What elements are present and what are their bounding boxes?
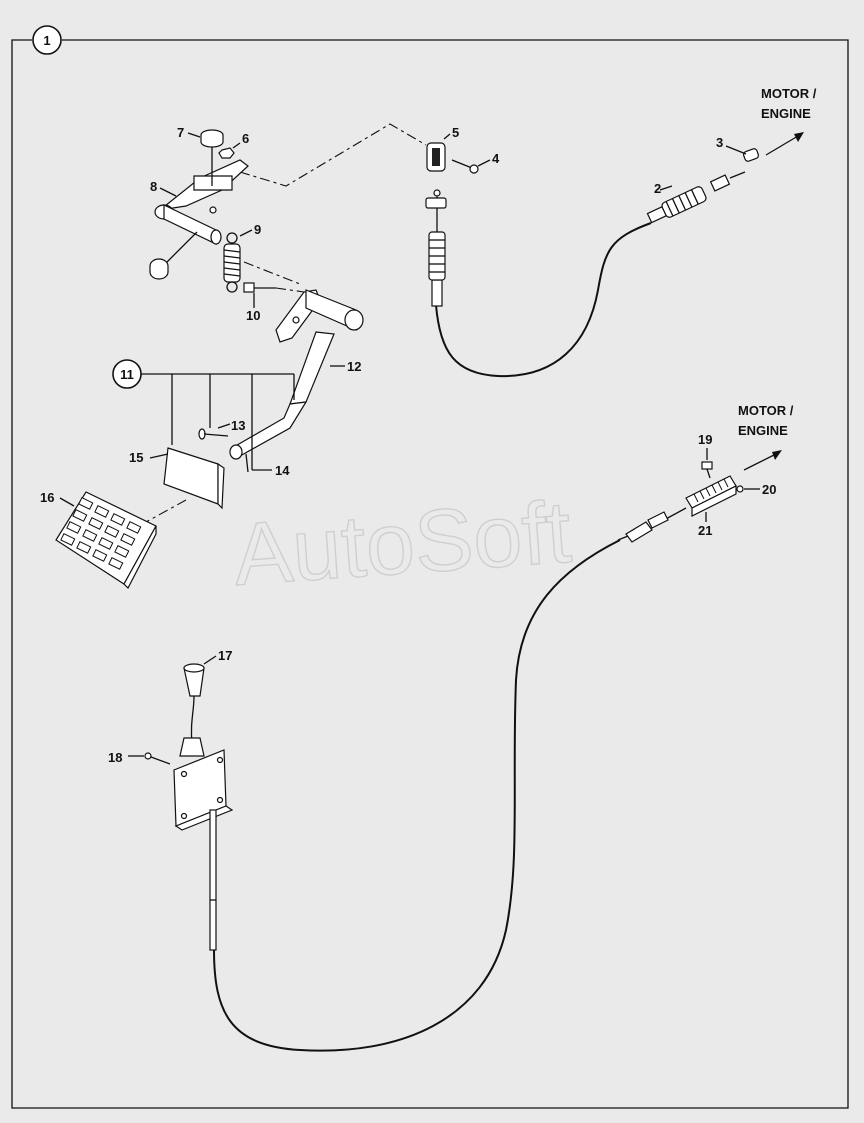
part-4-pin: [451, 159, 479, 174]
part-13-pin: [198, 428, 229, 440]
cable-sleeve-vertical: [425, 189, 447, 307]
callout-8: 8: [150, 179, 157, 194]
upper-cable: [435, 222, 652, 378]
part-9-return-spring: [223, 232, 241, 293]
callout-17: 17: [218, 648, 232, 663]
figure-index-circle: [32, 25, 62, 55]
linkage-line-pad: [145, 499, 187, 523]
pedal-stop-knob-lower: [149, 258, 169, 280]
callout-13: 13: [231, 418, 245, 433]
part-21-cable-connector: [685, 475, 737, 522]
callout-6: 6: [242, 131, 249, 146]
callout-19: 19: [698, 432, 712, 447]
callout-18: 18: [108, 750, 122, 765]
callout-5: 5: [452, 125, 459, 140]
part-12-pedal-arm: [229, 289, 364, 460]
callout-14: 14: [275, 463, 290, 478]
linkage-line-spring: [243, 261, 301, 285]
part-20-nut: [736, 485, 744, 493]
arrow-to-engine-right-icon: [743, 450, 782, 471]
callout-20: 20: [762, 482, 776, 497]
callout-4: 4: [492, 151, 500, 166]
callout-9: 9: [254, 222, 261, 237]
callout-10: 10: [246, 308, 260, 323]
watermark: AutoSoft: [230, 482, 574, 604]
part-17-hand-throttle-knob: [179, 663, 205, 757]
destination-right-line2: ENGINE: [738, 423, 788, 438]
linkage-line-top: [239, 123, 427, 187]
callout-7: 7: [177, 125, 184, 140]
part-14-cotter-pin: [245, 453, 272, 473]
part-5-clevis: [426, 142, 446, 172]
callout-16: 16: [40, 490, 54, 505]
part-19-screw: [701, 448, 713, 479]
destination-top-line1: MOTOR /: [761, 86, 817, 101]
destination-top-line2: ENGINE: [761, 106, 811, 121]
callout-21: 21: [698, 523, 712, 538]
cable-end-fitting: [617, 507, 687, 543]
part-15-pedal-plate: [163, 447, 225, 510]
part-8-pedal-bracket: [154, 159, 249, 265]
callout-15: 15: [129, 450, 143, 465]
part-10-bolt: [243, 282, 276, 293]
figure-index-label: 1: [43, 33, 50, 48]
arrow-to-engine-top-icon: [765, 132, 804, 156]
diagram-frame: [11, 39, 849, 1109]
callout-3: 3: [716, 135, 723, 150]
destination-right-line1: MOTOR /: [738, 403, 794, 418]
lower-cable: [213, 539, 621, 1052]
part-2-cable-adjuster: [646, 171, 746, 224]
part-11-kit-bracket: [112, 359, 295, 470]
hand-throttle-housing: [173, 749, 234, 951]
part-16-rubber-pedal-pad: [55, 491, 157, 590]
part-7-stop-knob: [200, 129, 224, 186]
part-3-ball-joint: [725, 145, 760, 162]
part-6-nut: [218, 147, 235, 159]
part-18-screw: [144, 752, 171, 765]
callout-12: 12: [347, 359, 361, 374]
callout-2: 2: [654, 181, 661, 196]
callout-11: 11: [120, 367, 134, 382]
